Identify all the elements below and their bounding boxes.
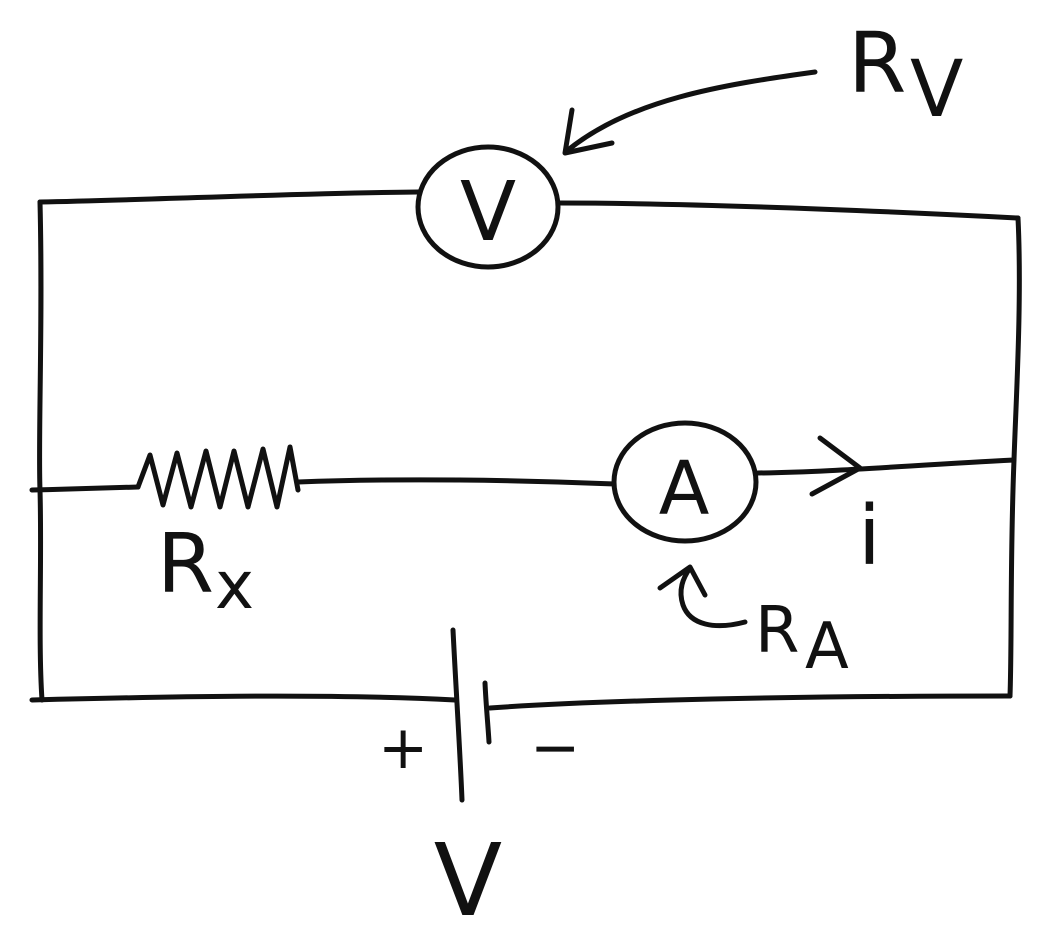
- voltmeter-circle: [415, 144, 561, 270]
- voltmeter-symbol: V: [460, 165, 516, 260]
- rv-label-subscript: V: [910, 45, 963, 135]
- rv-pointer-arrowhead-icon: [562, 107, 615, 156]
- ra-label-main: R: [755, 594, 799, 668]
- left-wire: [37, 199, 45, 703]
- bottom-wire-left: [29, 693, 458, 703]
- rx-label-subscript: x: [215, 547, 254, 624]
- ammeter-to-right-wire: [755, 457, 1017, 476]
- battery-plus-sign: +: [378, 713, 428, 783]
- ra-pointer-arrow-icon: [678, 565, 748, 629]
- battery-long-plate: [450, 627, 465, 803]
- right-wire: [1007, 215, 1022, 699]
- resistor-rx: [135, 444, 301, 510]
- bottom-wire-right: [487, 693, 1013, 711]
- ra-label-subscript: A: [805, 610, 849, 684]
- resistor-lead-left: [29, 484, 141, 493]
- ammeter-symbol: A: [659, 446, 710, 532]
- rv-label-main: R: [848, 14, 906, 112]
- battery-short-plate: [482, 680, 492, 745]
- battery-voltage-label: V: [434, 822, 502, 933]
- voltmeter-branch-wire: [37, 189, 1021, 221]
- rx-label-main: R: [157, 517, 214, 612]
- resistor-to-ammeter-wire: [295, 477, 618, 487]
- rv-pointer-arrow-icon: [565, 69, 818, 153]
- current-label: i: [858, 489, 881, 584]
- ammeter-circle: [611, 420, 759, 544]
- ra-pointer-arrowhead-icon: [657, 564, 708, 598]
- battery-minus-sign: −: [530, 713, 580, 783]
- current-arrow-icon: [809, 435, 863, 497]
